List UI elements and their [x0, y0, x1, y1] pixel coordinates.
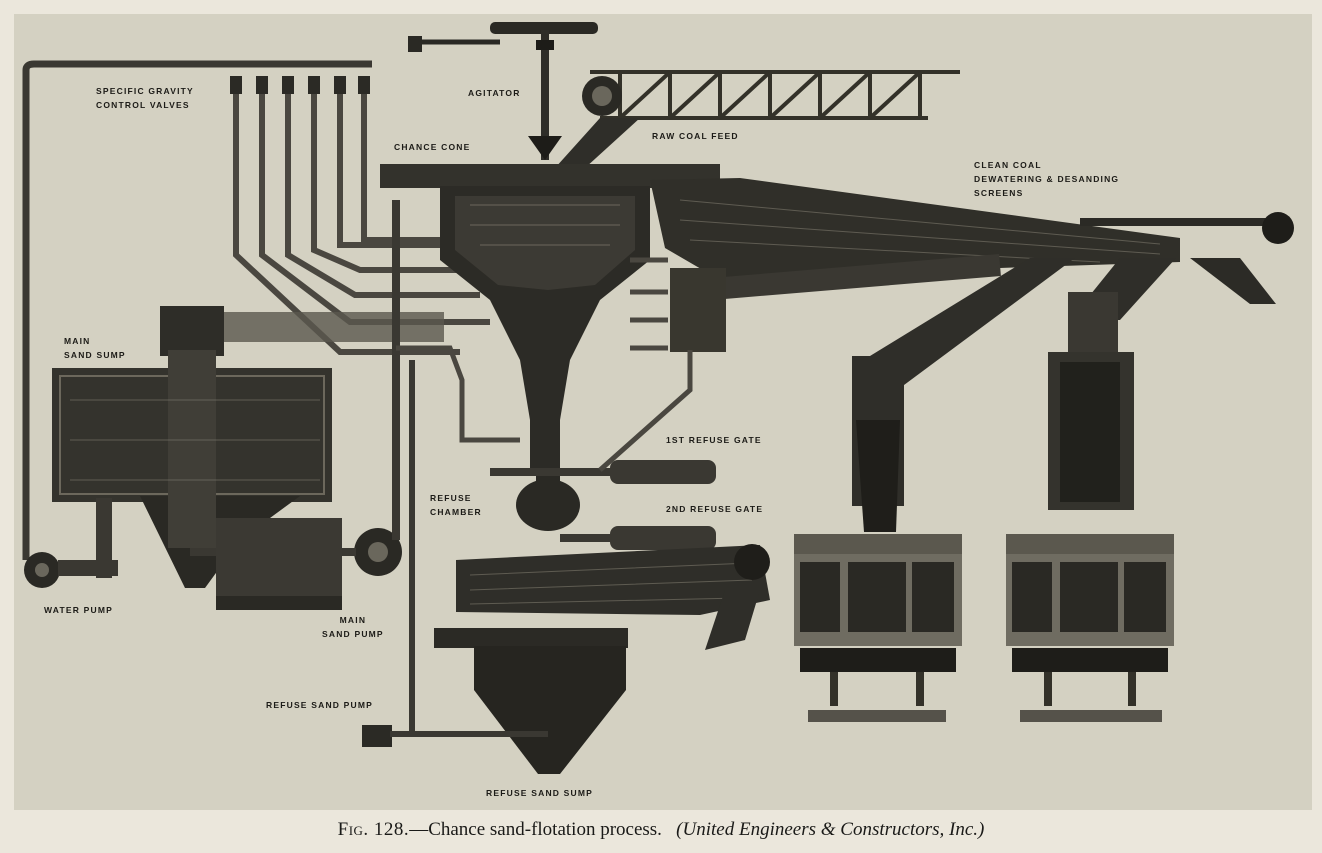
refuse-screen [456, 545, 770, 615]
label-first-refuse-gate: 1ST REFUSE GATE [666, 435, 762, 445]
left-coal-chute [870, 258, 1075, 388]
label-specific-gravity: SPECIFIC GRAVITY CONTROL VALVES [96, 86, 194, 110]
label-refuse-sand-pump: REFUSE SAND PUMP [266, 700, 374, 710]
label-main-sand-sump: MAIN SAND SUMP [64, 336, 126, 360]
figure-title: —Chance sand-flotation process. [409, 819, 662, 840]
label-refuse-chamber: REFUSE CHAMBER [430, 493, 482, 517]
refuse-sand-pump [362, 360, 548, 747]
first-refuse-gate [490, 460, 716, 484]
label-second-refuse-gate: 2ND REFUSE GATE [666, 504, 764, 514]
label-refuse-sand-sump: REFUSE SAND SUMP [486, 788, 594, 798]
rail-car-right [1006, 534, 1174, 722]
figure-credit: (United Engineers & Constructors, Inc.) [676, 819, 985, 840]
feed-chute [555, 118, 640, 168]
label-clean-coal-screens: CLEAN COAL DEWATERING & DESANDING SCREEN… [974, 160, 1120, 198]
label-raw-coal-feed: RAW COAL FEED [652, 131, 739, 141]
refuse-sand-sump [474, 646, 626, 774]
label-agitator: AGITATOR [468, 88, 521, 98]
rail-car-left [794, 534, 962, 722]
control-valve-heads [230, 76, 370, 94]
label-main-sand-pump: MAIN SAND PUMP [322, 615, 384, 639]
second-refuse-gate [560, 526, 716, 550]
figure-caption: Fig. 128.—Chance sand-flotation process.… [0, 812, 1322, 848]
water-supply-pipe [22, 60, 372, 560]
figure-number: Fig. 128. [337, 819, 410, 840]
main-sand-pump [190, 200, 402, 610]
agitator-assembly [408, 22, 598, 160]
water-pump [24, 498, 118, 588]
label-chance-cone: CHANCE CONE [394, 142, 471, 152]
clean-coal-screens [650, 178, 1180, 280]
refuse-chamber [516, 479, 580, 531]
label-water-pump: WATER PUMP [44, 605, 113, 615]
